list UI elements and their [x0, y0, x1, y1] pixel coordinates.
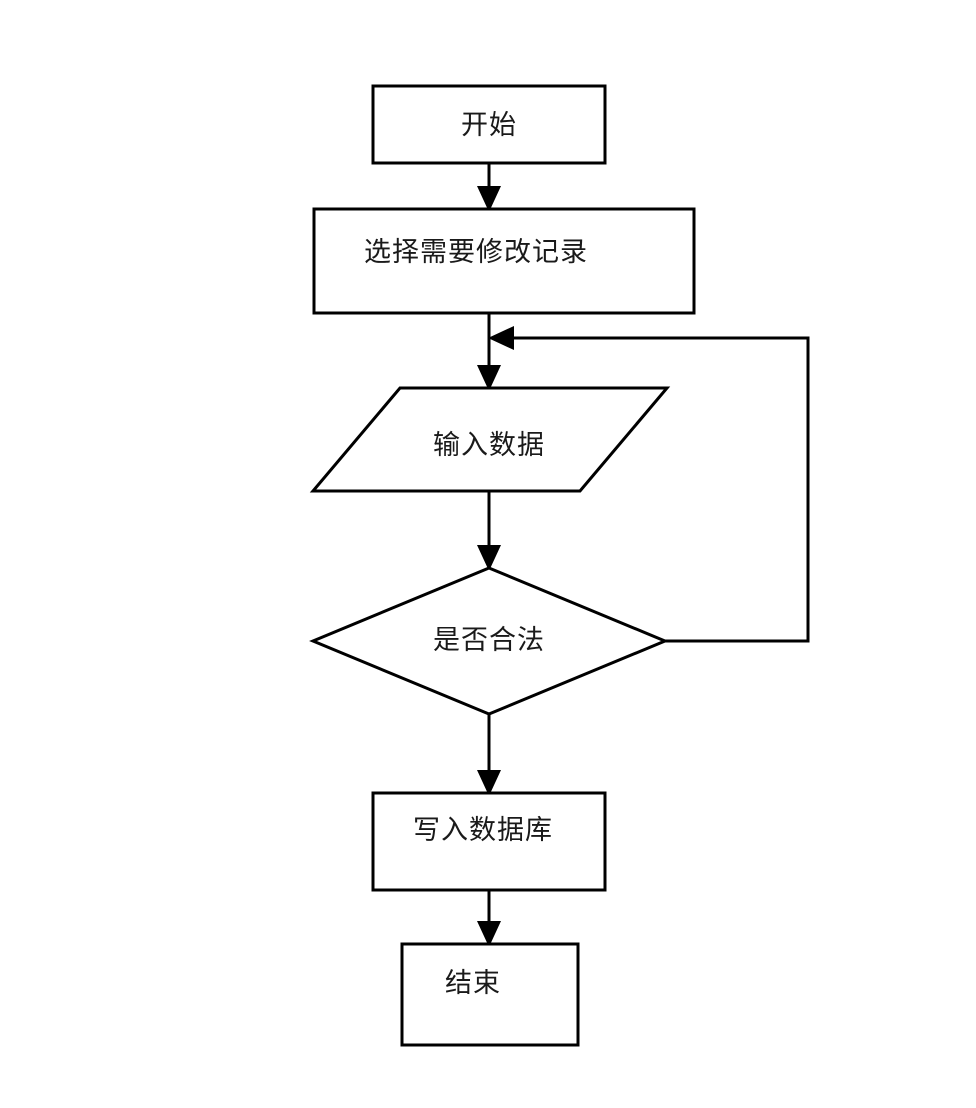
node-layer [309, 84, 696, 1047]
arrowhead-left-icon [488, 326, 514, 350]
edge-layer [477, 163, 810, 947]
node-write-db-shape[interactable] [371, 791, 607, 892]
node-select-record-shape[interactable] [312, 207, 696, 315]
node-input-data-shape[interactable] [309, 386, 671, 493]
edge-decision-to-write [477, 714, 501, 796]
edge-write-to-end [477, 890, 501, 947]
node-is-valid-label: 是否合法 [433, 625, 545, 656]
arrowhead-down-icon [477, 770, 501, 796]
edge-input-to-decision [477, 491, 501, 571]
node-select-record-label: 选择需要修改记录 [364, 237, 588, 268]
node-start-shape[interactable] [371, 84, 607, 165]
arrowhead-down-icon [477, 545, 501, 571]
node-end-shape[interactable] [400, 942, 580, 1047]
node-write-db-label: 写入数据库 [413, 815, 553, 846]
edge-decision-retry-loop [488, 326, 810, 643]
arrowhead-down-icon [477, 365, 501, 391]
node-input-data-label: 输入数据 [433, 430, 545, 461]
arrowhead-down-icon [477, 921, 501, 947]
edge-select-to-input [477, 313, 501, 391]
edge-start-to-select [477, 163, 501, 212]
node-is-valid-shape[interactable] [309, 566, 669, 716]
arrowhead-down-icon [477, 186, 501, 212]
node-start-label: 开始 [461, 110, 517, 141]
node-end-label: 结束 [445, 968, 501, 999]
